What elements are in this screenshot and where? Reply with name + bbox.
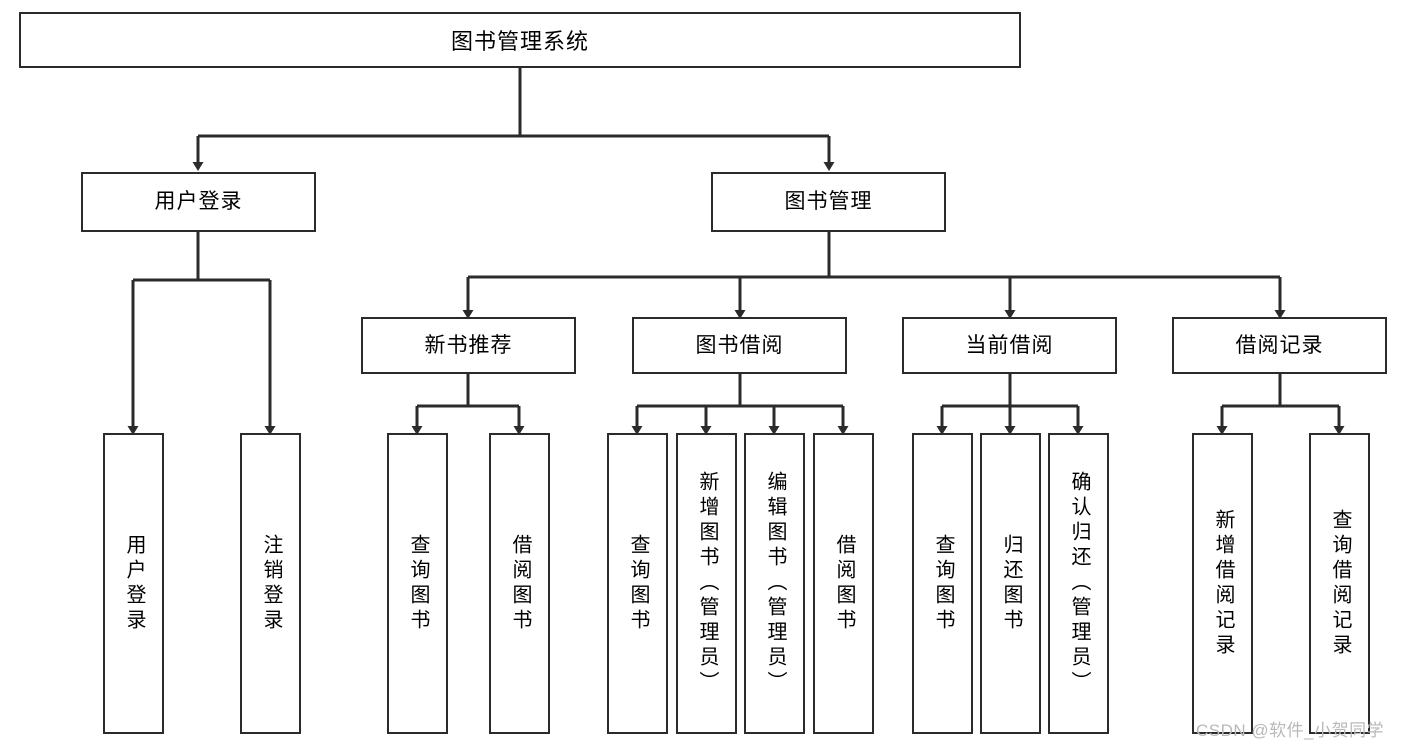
node-current-borrow[interactable]: 当前借阅 <box>902 317 1117 374</box>
leaf-edit-book[interactable]: 编辑图书（管理员） <box>744 433 805 734</box>
node-new-book-recommend[interactable]: 新书推荐 <box>361 317 576 374</box>
leaf-borrow-book-1[interactable]: 借阅图书 <box>489 433 550 734</box>
leaf-query-borrow-record[interactable]: 查询借阅记录 <box>1309 433 1370 734</box>
node-book-manage[interactable]: 图书管理 <box>711 172 946 232</box>
leaf-add-book[interactable]: 新增图书（管理员） <box>676 433 737 734</box>
leaf-return-book[interactable]: 归还图书 <box>980 433 1041 734</box>
node-root[interactable]: 图书管理系统 <box>19 12 1021 68</box>
leaf-borrow-book-2[interactable]: 借阅图书 <box>813 433 874 734</box>
leaf-user-login[interactable]: 用户登录 <box>103 433 164 734</box>
node-user-login[interactable]: 用户登录 <box>81 172 316 232</box>
leaf-confirm-return[interactable]: 确认归还（管理员） <box>1048 433 1109 734</box>
leaf-query-book-2[interactable]: 查询图书 <box>607 433 668 734</box>
leaf-user-logout[interactable]: 注销登录 <box>240 433 301 734</box>
leaf-add-borrow-record[interactable]: 新增借阅记录 <box>1192 433 1253 734</box>
node-borrow-record[interactable]: 借阅记录 <box>1172 317 1387 374</box>
leaf-query-book-1[interactable]: 查询图书 <box>387 433 448 734</box>
node-book-borrow[interactable]: 图书借阅 <box>632 317 847 374</box>
csdn-watermark: CSDN @软件_小贺同学 <box>1196 721 1385 740</box>
leaf-query-book-3[interactable]: 查询图书 <box>912 433 973 734</box>
